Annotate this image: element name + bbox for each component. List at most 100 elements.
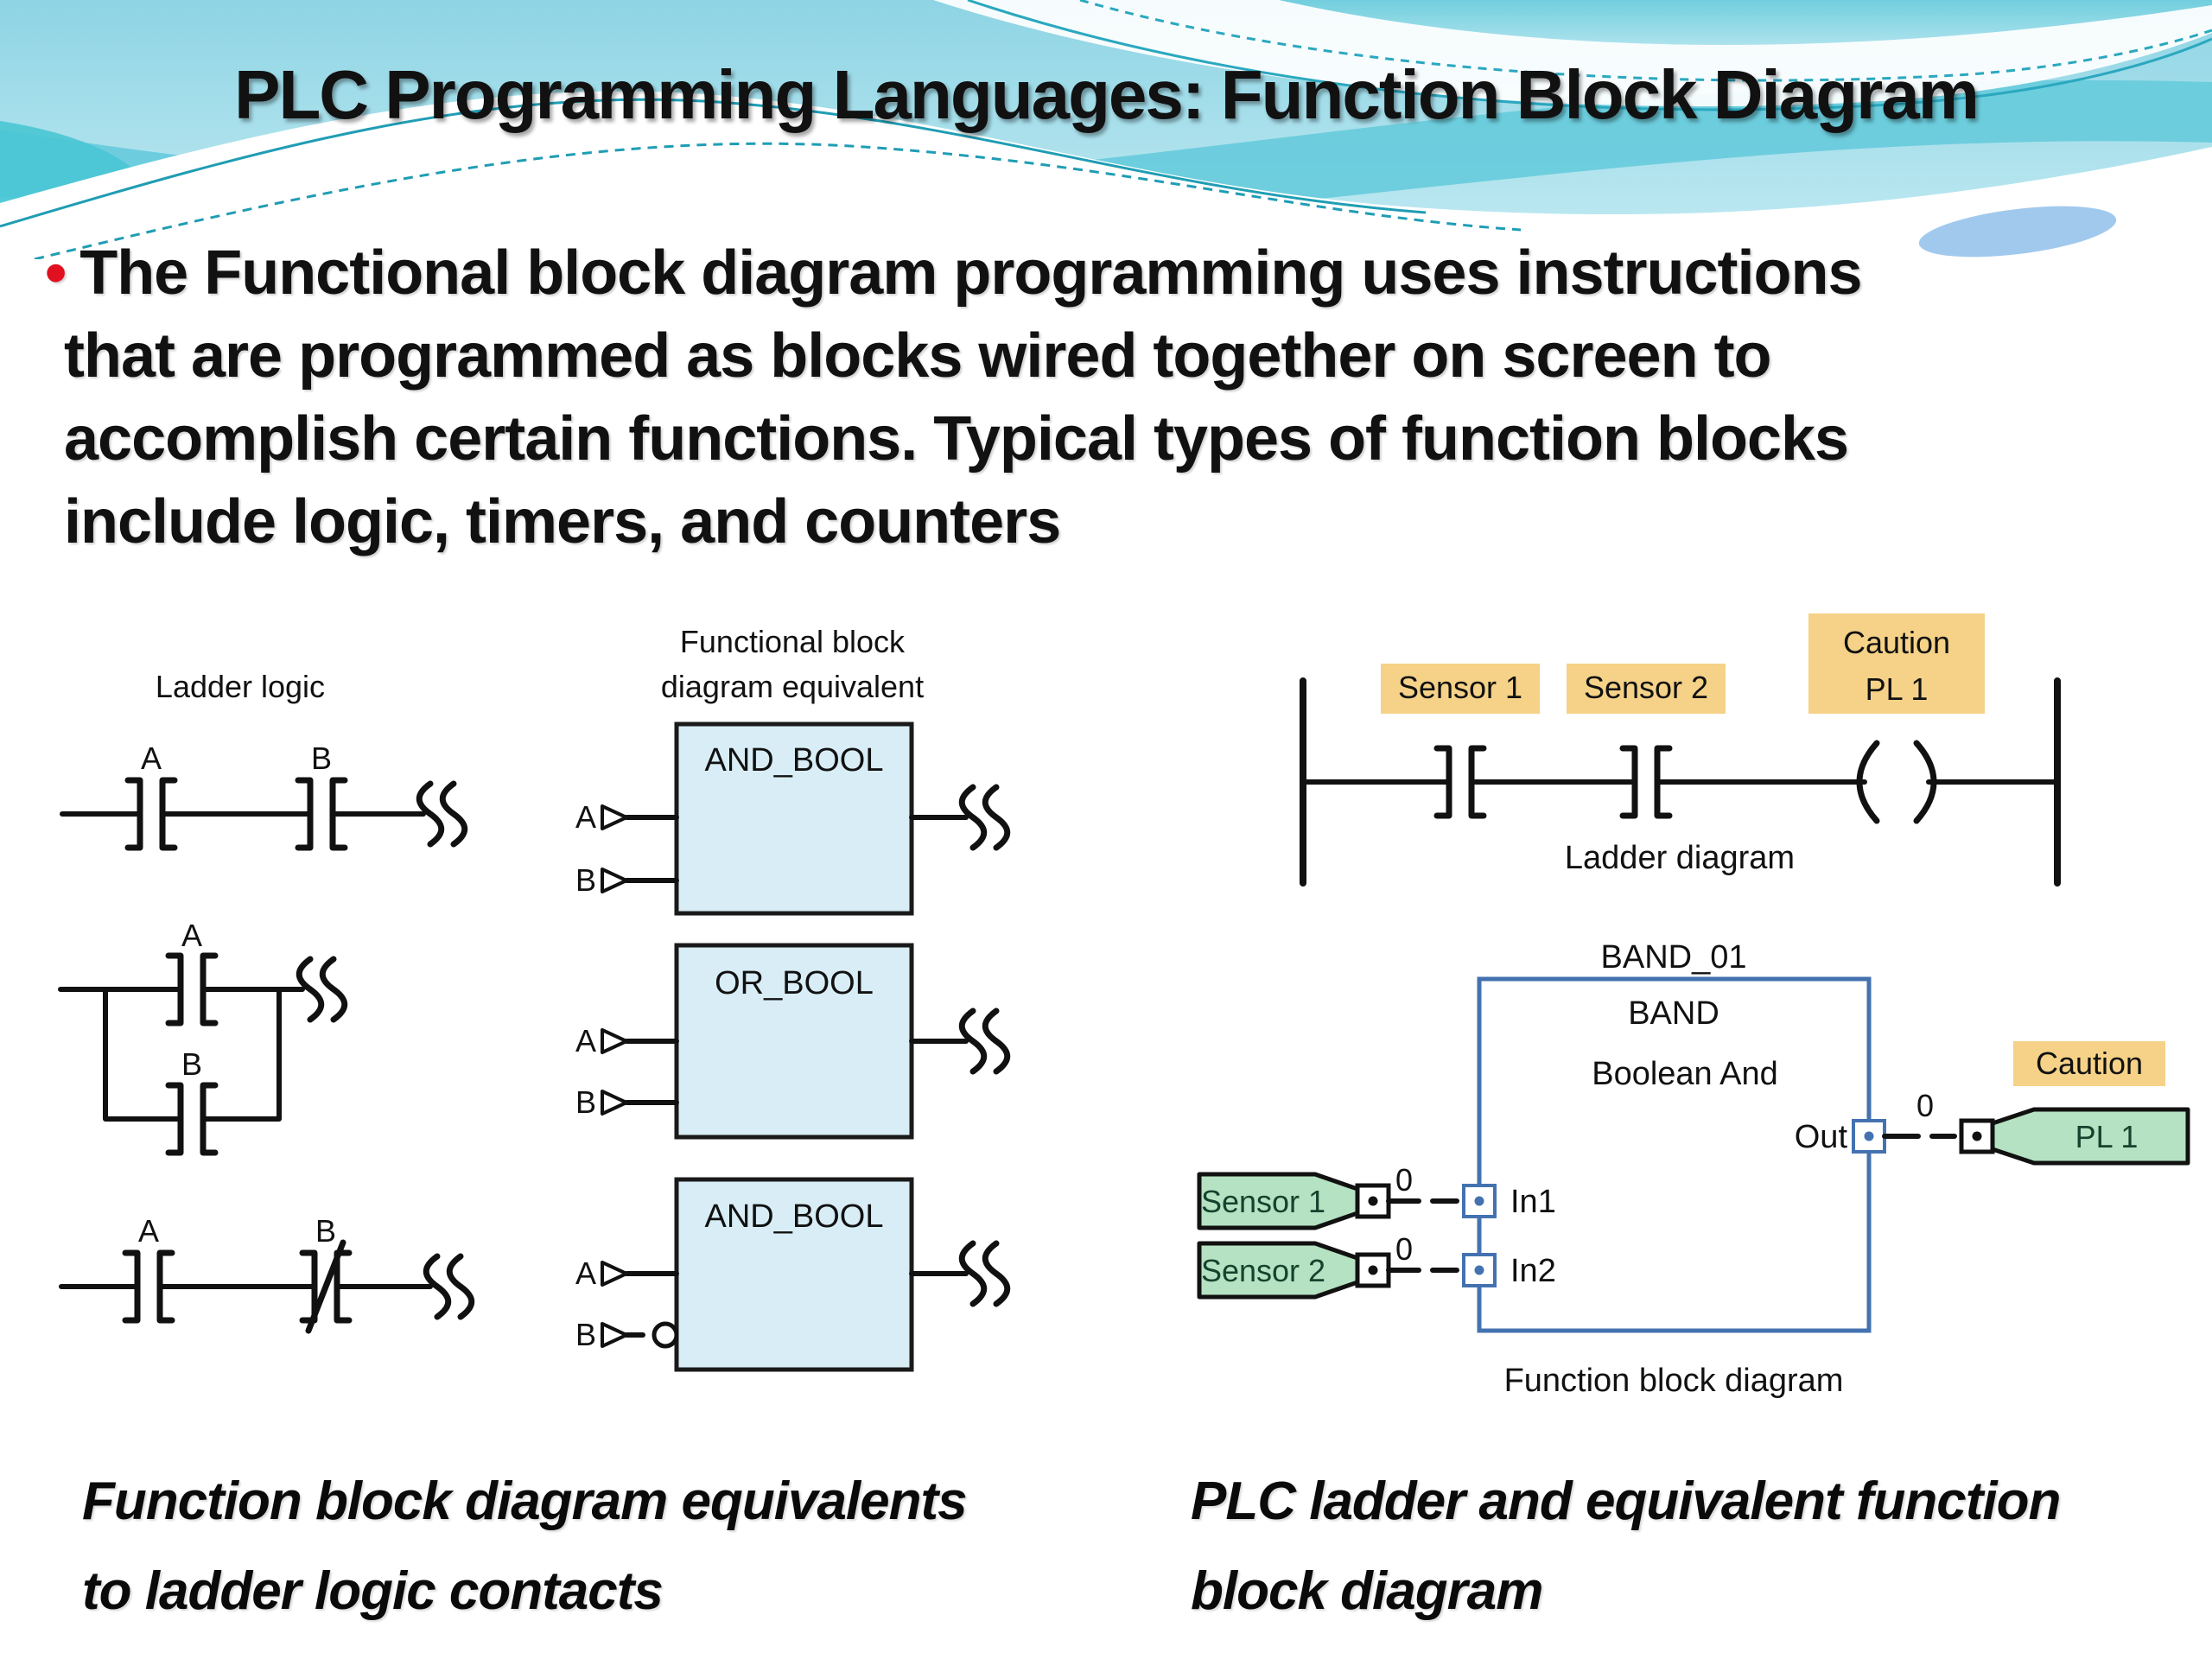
input-a-arrow-icon — [601, 1028, 628, 1054]
input-b-label: B — [575, 1084, 596, 1120]
function-block-title: AND_BOOL — [705, 742, 884, 779]
band-instance-label: BAND_01 — [1601, 939, 1747, 976]
output-wavy-icon — [958, 784, 1011, 851]
header-teal-line-4 — [1079, 0, 2212, 82]
contact-a-icon — [122, 1249, 175, 1324]
sensor2-label: Sensor 2 — [1584, 670, 1708, 705]
header-white-bottom — [0, 91, 2212, 259]
pl1-connector-icon — [1959, 1118, 1995, 1154]
fbd-block-or: OR_BOOL A B — [575, 943, 1011, 1140]
input-a-arrow-icon — [601, 804, 628, 830]
input-b-arrow-icon — [601, 1090, 628, 1116]
left-caption-line2: to ladder logic contacts — [82, 1561, 664, 1621]
caution-label-line1: Caution — [1843, 625, 1950, 660]
sensor1-value: 0 — [1395, 1162, 1413, 1198]
input-wires — [624, 1039, 679, 1105]
output-wavy-icon — [423, 1253, 475, 1320]
fbd-equivalent-label-line1: Functional block — [680, 624, 906, 659]
function-block-title: AND_BOOL — [705, 1198, 884, 1235]
sensor1-connector-dot-icon — [1368, 1196, 1378, 1206]
header-blue-blob — [1918, 206, 2117, 257]
header-teal-line-2 — [34, 142, 1522, 259]
input-b-arrow-icon — [601, 1322, 628, 1348]
sensor2-tag-label: Sensor 2 — [1201, 1253, 1325, 1288]
sensor1-label: Sensor 1 — [1398, 670, 1522, 705]
function-block-title: OR_BOOL — [715, 965, 874, 1001]
bullet-paragraph: •The Functional block diagram programmin… — [45, 232, 1863, 563]
bullet-line-1-text: The Functional block diagram programming… — [79, 238, 1862, 308]
in1-port-dot-icon — [1474, 1196, 1484, 1206]
page-title: PLC Programming Languages: Function Bloc… — [234, 56, 1980, 133]
pl1-caution-label: Caution — [2036, 1046, 2143, 1081]
function-block — [674, 1177, 914, 1372]
sensor2-value: 0 — [1395, 1231, 1413, 1267]
output-wavy-icon — [296, 956, 348, 1023]
pl1-output-tag: 0 PL 1 Caution — [1882, 1041, 2190, 1166]
bullet-marker: • — [45, 238, 67, 308]
contact-b-nc-icon — [299, 1239, 353, 1334]
pl1-tag-label: PL 1 — [2075, 1119, 2139, 1154]
output-wavy-icon — [958, 1240, 1011, 1307]
output-wavy-icon — [958, 1007, 1011, 1075]
ladder-logic-label: Ladder logic — [156, 669, 325, 704]
input-wires — [624, 815, 679, 883]
caution-tag — [1808, 613, 1985, 714]
coil-icon — [1856, 740, 1937, 824]
sensor2-contact-icon — [1619, 745, 1673, 819]
sensor2-tag — [1567, 664, 1726, 714]
input-wires — [624, 1271, 679, 1338]
ladder-rung-series-ab: A B — [60, 741, 468, 851]
caution-label-line2: PL 1 — [1866, 671, 1929, 707]
plc-ladder-rung: Sensor 1 Sensor 2 Caution PL 1 Ladder di… — [1300, 613, 2061, 887]
in2-label: In2 — [1510, 1253, 1556, 1289]
contact-a-label: A — [181, 918, 202, 953]
contact-a-icon — [124, 777, 178, 851]
right-caption-line2: block diagram — [1191, 1561, 1543, 1621]
contact-b-label: B — [311, 741, 332, 776]
pl1-caution-tag — [2013, 1041, 2165, 1086]
left-caption: Function block diagram equivalents to la… — [82, 1457, 968, 1637]
plc-ladder-fbd-diagram: Sensor 1 Sensor 2 Caution PL 1 Ladder di… — [1197, 613, 2190, 1399]
sensor1-contact-icon — [1433, 745, 1487, 819]
contact-b-icon — [295, 777, 348, 851]
input-a-label: A — [575, 1023, 596, 1058]
header-teal-line-1 — [0, 98, 1427, 228]
band-description-label: Boolean And — [1592, 1056, 1778, 1092]
contact-a-label: A — [141, 741, 162, 776]
output-wavy-icon — [416, 780, 468, 848]
header-teal-line-3 — [967, 0, 2212, 111]
sensor1-tag — [1381, 664, 1540, 714]
input-b-label: B — [575, 862, 596, 898]
right-caption: PLC ladder and equivalent function block… — [1191, 1457, 2061, 1637]
ladder-rung-series-a-notb: A B — [59, 1213, 475, 1334]
sensor1-tag-label: Sensor 1 — [1201, 1184, 1325, 1219]
left-caption-line1: Function block diagram equivalents — [82, 1471, 968, 1531]
input-a-arrow-icon — [601, 1261, 628, 1287]
fbd-block-and1: AND_BOOL A B — [575, 721, 1011, 916]
band-function-block: BAND_01 BAND Boolean And In1 In2 Out Fun… — [1462, 939, 1886, 1399]
out-port-dot-icon — [1864, 1131, 1874, 1141]
fbd-equivalent-label-line2: diagram equivalent — [661, 669, 924, 704]
rung-wire — [58, 987, 305, 1122]
sensor1-input-tag: Sensor 1 0 — [1197, 1162, 1459, 1230]
contact-a-icon — [165, 952, 219, 1027]
input-b-label: B — [575, 1317, 596, 1352]
band-type-label: BAND — [1628, 995, 1719, 1032]
in2-port-dot-icon — [1474, 1265, 1484, 1275]
out-label: Out — [1795, 1119, 1848, 1155]
out-value: 0 — [1916, 1088, 1934, 1123]
input-b-invert-bubble-icon — [652, 1321, 679, 1349]
pl1-connector-dot-icon — [1972, 1131, 1982, 1141]
contact-a-label: A — [138, 1213, 159, 1249]
sensor2-input-tag: Sensor 2 0 — [1197, 1231, 1459, 1300]
function-block — [674, 943, 914, 1140]
ladder-rung-parallel-ab: A B — [58, 918, 348, 1156]
contact-b-icon — [165, 1082, 219, 1156]
bullet-line-3: accomplish certain functions. Typical ty… — [64, 404, 1849, 474]
ladder-diagram-caption: Ladder diagram — [1565, 840, 1795, 876]
sensor2-connector-dot-icon — [1368, 1265, 1378, 1275]
fbd-block-and2: AND_BOOL A B — [575, 1177, 1011, 1372]
bullet-line-1: •The Functional block diagram programmin… — [45, 232, 1863, 315]
bullet-line-4: include logic, timers, and counters — [64, 487, 1061, 556]
